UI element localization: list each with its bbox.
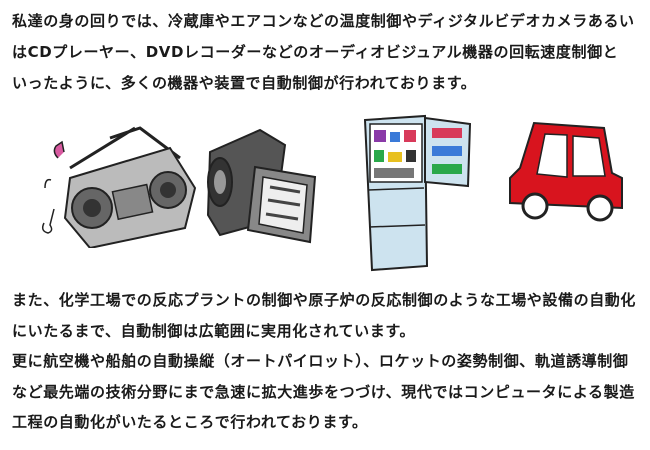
intro-paragraph: 私達の身の回りでは、冷蔵庫やエアコンなどの温度制御やディジタルビデオカメラあるい… xyxy=(12,6,648,99)
text-line: いったように、多くの機器や装置で自動制御が行われております。 xyxy=(12,74,477,92)
video-camera-icon xyxy=(206,128,317,244)
text-line: はCDプレーヤー、DVDレコーダーなどのオーディオビジュアル機器の回転速度制御と xyxy=(12,43,619,61)
text-line: 工程の自動化がいたるところで行われております。 xyxy=(12,413,368,431)
text-line: 更に航空機や船舶の自動操縦（オートパイロット）、ロケットの姿勢制御、軌道誘導制御 xyxy=(12,352,629,370)
radio-cassette-icon xyxy=(41,126,197,248)
text-line: また、化学工場での反応プラントの制御や原子炉の反応制御のような工場や設備の自動化 xyxy=(12,291,637,309)
text-line: など最先端の技術分野にまで急速に拡大進歩をつづけ、現代ではコンピュータによる製造 xyxy=(12,382,635,401)
car-icon xyxy=(509,121,623,222)
text-line: 私達の身の回りでは、冷蔵庫やエアコンなどの温度制御やディジタルビデオカメラあるい xyxy=(12,12,635,30)
applications-paragraph: また、化学工場での反応プラントの制御や原子炉の反応制御のような工場や設備の自動化… xyxy=(12,285,648,438)
text-line: にいたるまで、自動制御は広範囲に実用化されています。 xyxy=(12,321,416,340)
refrigerator-icon xyxy=(363,114,472,272)
